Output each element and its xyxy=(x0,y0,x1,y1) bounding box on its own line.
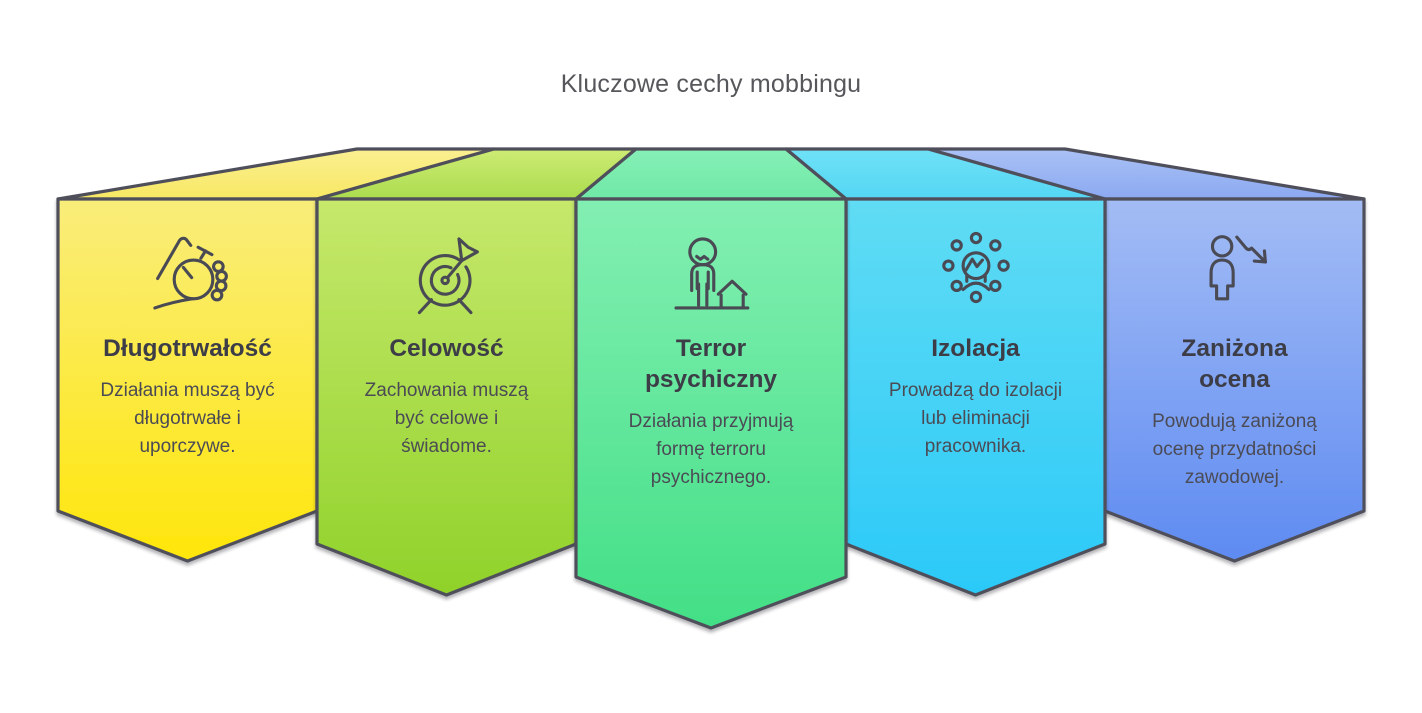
banner-description: Działania przyjmują formę terroru psychi… xyxy=(628,411,794,488)
banner-face-1 xyxy=(56,197,319,563)
banner-2: Celowość Zachowania muszą być celowe i ś… xyxy=(317,199,576,544)
banner-description: Działania muszą być długotrwałe i uporcz… xyxy=(100,380,275,457)
person-house-icon xyxy=(674,237,750,310)
banner-4: Izolacja Prowadzą do izolacji lub elimin… xyxy=(846,199,1105,544)
banner-description: Zachowania muszą być celowe i świadome. xyxy=(364,380,529,457)
banner-description: Prowadzą do izolacji lub eliminacji prac… xyxy=(888,380,1063,457)
page-title: Kluczowe cechy mobbingu xyxy=(560,70,862,98)
banner-shape-2 xyxy=(315,147,638,597)
banner-title: Izolacja xyxy=(931,335,1020,362)
banner-description: Powodują zaniżoną ocenę przydatności zaw… xyxy=(1152,411,1317,488)
banner-title: Celowość xyxy=(389,335,504,362)
banner-1: Długotrwałość Działania muszą być długot… xyxy=(58,199,317,511)
banner-shape-5 xyxy=(926,147,1366,563)
banner-face-3 xyxy=(574,197,848,630)
banner-title: Długotrwałość xyxy=(103,335,272,362)
banner-face-2 xyxy=(315,197,578,597)
banner-shape-3 xyxy=(574,147,848,630)
banner-5: Zaniżona ocena Powodują zaniżoną ocenę p… xyxy=(1105,199,1364,511)
banner-title: Zaniżona ocena xyxy=(1181,335,1288,393)
isolation-circle-icon xyxy=(941,231,1010,304)
banner-shape-4 xyxy=(784,147,1107,597)
stopwatch-fist-icon xyxy=(152,236,228,310)
person-decline-icon xyxy=(1209,235,1267,301)
banner-title: Terror psychiczny xyxy=(644,335,778,393)
banner-3: Terror psychiczny Działania przyjmują fo… xyxy=(576,199,846,577)
target-dart-icon xyxy=(417,237,479,315)
